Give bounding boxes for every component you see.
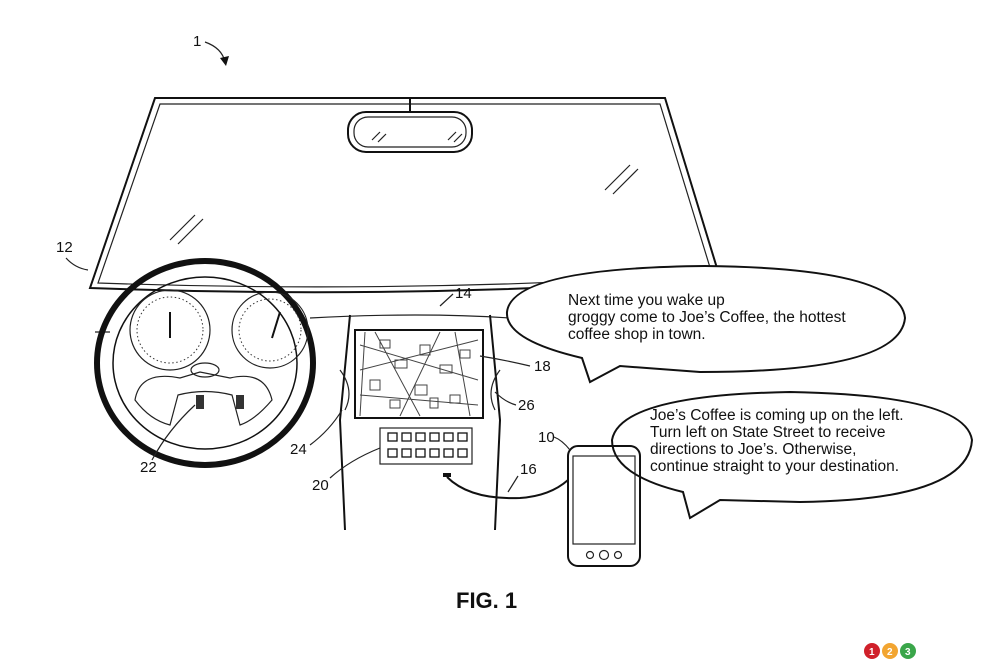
leader-22 [151,404,196,461]
label-24: 24 [290,441,307,458]
label-14: 14 [455,285,472,302]
label-20: 20 [312,477,329,494]
steering-wheel [94,258,316,468]
rearview-mirror [347,98,473,153]
label-10: 10 [538,429,555,446]
label-26: 26 [518,397,535,414]
keypad-buttons [387,432,468,458]
leader-20 [329,447,381,479]
arrow-12 [65,257,89,271]
label-22: 22 [140,459,157,476]
steering-button-left [196,395,204,409]
label-18: 18 [534,358,551,375]
speaker [339,369,501,411]
leader-26 [494,391,517,406]
bubble-text-line: directions to Joe’s. Otherwise, [650,441,856,458]
watermark-logo: 1 2 3 [864,643,916,659]
speedometer [129,289,211,371]
mobile-device [567,445,641,567]
bubble-text-line: continue straight to your destination. [650,458,899,475]
leader-14 [439,293,454,307]
speech-bubble-advertisement: Next time you wake up groggy come to Joe… [505,264,907,384]
leader-18 [479,355,531,367]
leader-16 [507,475,519,493]
label-1: 1 [193,33,201,50]
label-12: 12 [56,239,73,256]
bubble-text-line: Turn left on State Street to receive [650,424,886,441]
steering-button-right [236,395,244,409]
badge-3: 3 [905,647,911,658]
cable [446,476,569,500]
arrow-head-icon [220,56,229,66]
tachometer [231,291,309,369]
bubble-text-line: groggy come to Joe’s Coffee, the hottest [568,309,846,326]
figure-caption: FIG. 1 [456,588,517,613]
input-panel [379,427,473,465]
badge-1: 1 [869,647,875,658]
map-display [359,331,479,417]
speech-bubble-navigation: Joe’s Coffee is coming up on the left. T… [610,390,974,520]
leader-24 [309,409,343,446]
bubble-text-line: coffee shop in town. [568,326,706,343]
bubble-text-line: Joe’s Coffee is coming up on the left. [650,407,904,424]
usb-port [443,473,451,477]
bubble-text-line: Next time you wake up [568,292,725,309]
center-console [338,314,502,531]
badge-2: 2 [887,647,893,658]
label-16: 16 [520,461,537,478]
leader-10 [553,436,571,451]
